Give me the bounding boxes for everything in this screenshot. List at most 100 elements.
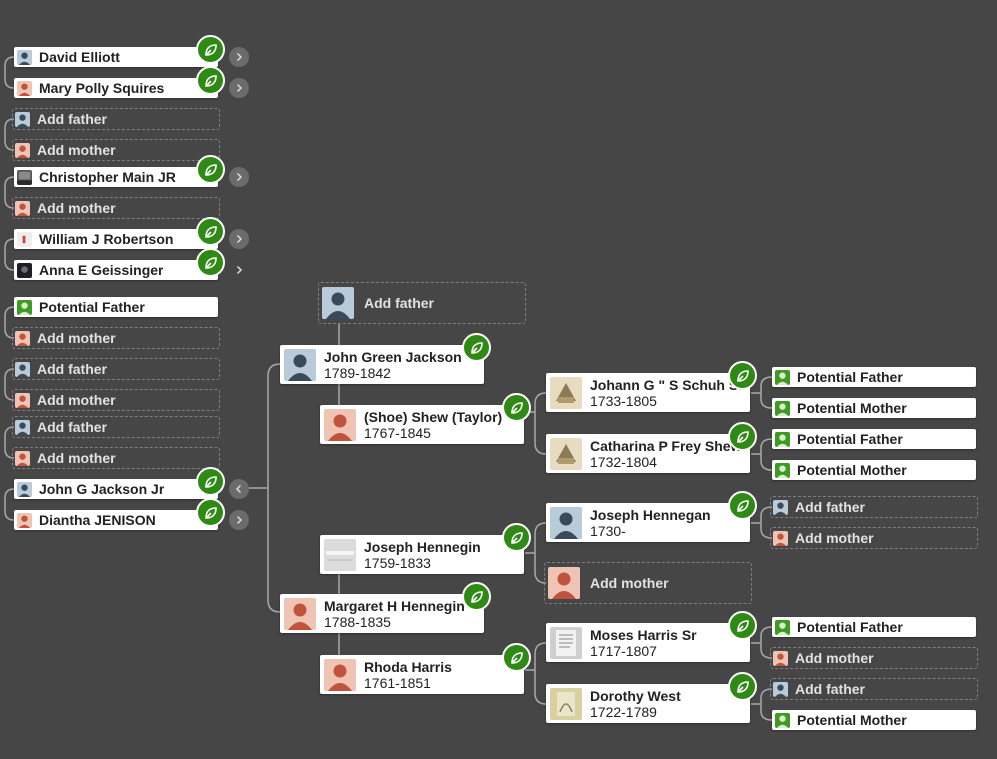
person-name: Margaret H Hennegin	[324, 597, 465, 614]
chevron-right-icon[interactable]	[229, 510, 249, 530]
leaf-hint-icon[interactable]	[462, 333, 491, 362]
add-label: Add mother	[37, 142, 116, 158]
photo-avatar-icon	[550, 687, 582, 720]
leaf-hint-icon[interactable]	[728, 361, 757, 390]
person-card-potential-father[interactable]: Potential Father	[772, 367, 976, 387]
add-label: Add father	[37, 111, 107, 127]
leaf-hint-icon[interactable]	[196, 66, 225, 95]
female-avatar-icon	[17, 80, 32, 96]
person-lifespan: 1733-1805	[590, 392, 657, 409]
add-mother-button[interactable]: Add mother	[12, 447, 220, 469]
leaf-hint-icon[interactable]	[728, 611, 757, 640]
male-avatar-icon	[17, 481, 32, 497]
chevron-right-icon[interactable]	[229, 229, 249, 249]
person-lifespan: 1730-	[590, 522, 626, 539]
add-mother-button[interactable]: Add mother	[544, 562, 752, 604]
add-mother-button[interactable]: Add mother	[770, 527, 978, 549]
male-avatar-icon	[773, 681, 788, 697]
add-mother-button[interactable]: Add mother	[12, 139, 220, 161]
female-avatar-icon	[15, 450, 30, 466]
female-avatar-icon	[17, 512, 32, 528]
add-label: Add father	[364, 295, 434, 311]
female-avatar-icon	[324, 408, 356, 441]
person-card-diantha-jenison[interactable]: Diantha JENISON	[14, 510, 218, 530]
person-card-potential-mother[interactable]: Potential Mother	[772, 460, 976, 480]
chevron-right-icon[interactable]	[229, 167, 249, 187]
leaf-hint-icon[interactable]	[196, 248, 225, 277]
female-avatar-icon	[773, 650, 788, 666]
add-father-button[interactable]: Add father	[318, 282, 526, 324]
person-card-john-g-jackson-jr[interactable]: John G Jackson Jr	[14, 479, 218, 499]
add-mother-button[interactable]: Add mother	[12, 389, 220, 411]
person-card-potential-mother[interactable]: Potential Mother	[772, 710, 976, 730]
female-avatar-icon	[15, 330, 30, 346]
leaf-avatar-icon	[775, 400, 790, 416]
male-avatar-icon	[15, 361, 30, 377]
chevron-right-icon[interactable]	[229, 47, 249, 67]
add-mother-button[interactable]: Add mother	[12, 197, 220, 219]
person-name: Anna E Geissinger	[39, 262, 164, 278]
person-card-shoe-shew-taylor[interactable]: (Shoe) Shew (Taylor)1767-1845	[320, 405, 524, 444]
person-lifespan: 1732-1804	[590, 453, 657, 470]
leaf-hint-icon[interactable]	[196, 155, 225, 184]
person-card-william-j-robertson[interactable]: William J Robertson	[14, 229, 218, 249]
leaf-hint-icon[interactable]	[196, 217, 225, 246]
leaf-hint-icon[interactable]	[462, 582, 491, 611]
person-name: Joseph Hennegan	[590, 506, 711, 523]
chevron-left-icon[interactable]	[229, 479, 249, 499]
male-avatar-icon	[15, 111, 30, 127]
photo-avatar-icon	[17, 262, 32, 278]
add-father-button[interactable]: Add father	[12, 416, 220, 438]
person-card-potential-father[interactable]: Potential Father	[772, 429, 976, 449]
leaf-avatar-icon	[17, 299, 32, 315]
female-avatar-icon	[15, 142, 30, 158]
leaf-hint-icon[interactable]	[196, 498, 225, 527]
person-card-potential-mother[interactable]: Potential Mother	[772, 398, 976, 418]
add-mother-button[interactable]: Add mother	[12, 327, 220, 349]
person-name: Rhoda Harris	[364, 658, 452, 675]
person-name: Johann G " S Schuh Sr	[590, 376, 744, 393]
chevron-right-icon[interactable]	[229, 260, 249, 280]
person-card-christopher-main-jr[interactable]: Christopher Main JR	[14, 167, 218, 187]
leaf-hint-icon[interactable]	[502, 643, 531, 672]
person-card-david-elliott[interactable]: David Elliott	[14, 47, 218, 67]
add-father-button[interactable]: Add father	[12, 108, 220, 130]
leaf-hint-icon[interactable]	[196, 35, 225, 64]
person-card-anna-e-geissinger[interactable]: Anna E Geissinger	[14, 260, 218, 280]
add-label: Add father	[37, 419, 107, 435]
add-label: Add mother	[37, 392, 116, 408]
female-avatar-icon	[548, 567, 580, 599]
person-lifespan: 1788-1835	[324, 613, 391, 630]
add-father-button[interactable]: Add father	[770, 678, 978, 700]
person-card-mary-polly-squires[interactable]: Mary Polly Squires	[14, 78, 218, 98]
person-card-potential-father[interactable]: Potential Father	[14, 297, 218, 317]
leaf-hint-icon[interactable]	[196, 467, 225, 496]
document-avatar-icon	[550, 626, 582, 659]
person-card-potential-father[interactable]: Potential Father	[772, 617, 976, 637]
leaf-avatar-icon	[775, 619, 790, 635]
leaf-hint-icon[interactable]	[728, 672, 757, 701]
male-avatar-icon	[550, 506, 582, 539]
leaf-hint-icon[interactable]	[728, 422, 757, 451]
leaf-hint-icon[interactable]	[502, 393, 531, 422]
leaf-hint-icon[interactable]	[502, 523, 531, 552]
leaf-avatar-icon	[775, 431, 790, 447]
photo-avatar-icon	[17, 169, 32, 185]
photo-avatar-icon	[550, 437, 582, 470]
chevron-right-icon[interactable]	[229, 78, 249, 98]
leaf-hint-icon[interactable]	[728, 491, 757, 520]
add-mother-button[interactable]: Add mother	[770, 647, 978, 669]
person-name: John G Jackson Jr	[39, 481, 165, 497]
add-father-button[interactable]: Add father	[12, 358, 220, 380]
add-father-button[interactable]: Add father	[770, 496, 978, 518]
add-label: Add mother	[37, 330, 116, 346]
